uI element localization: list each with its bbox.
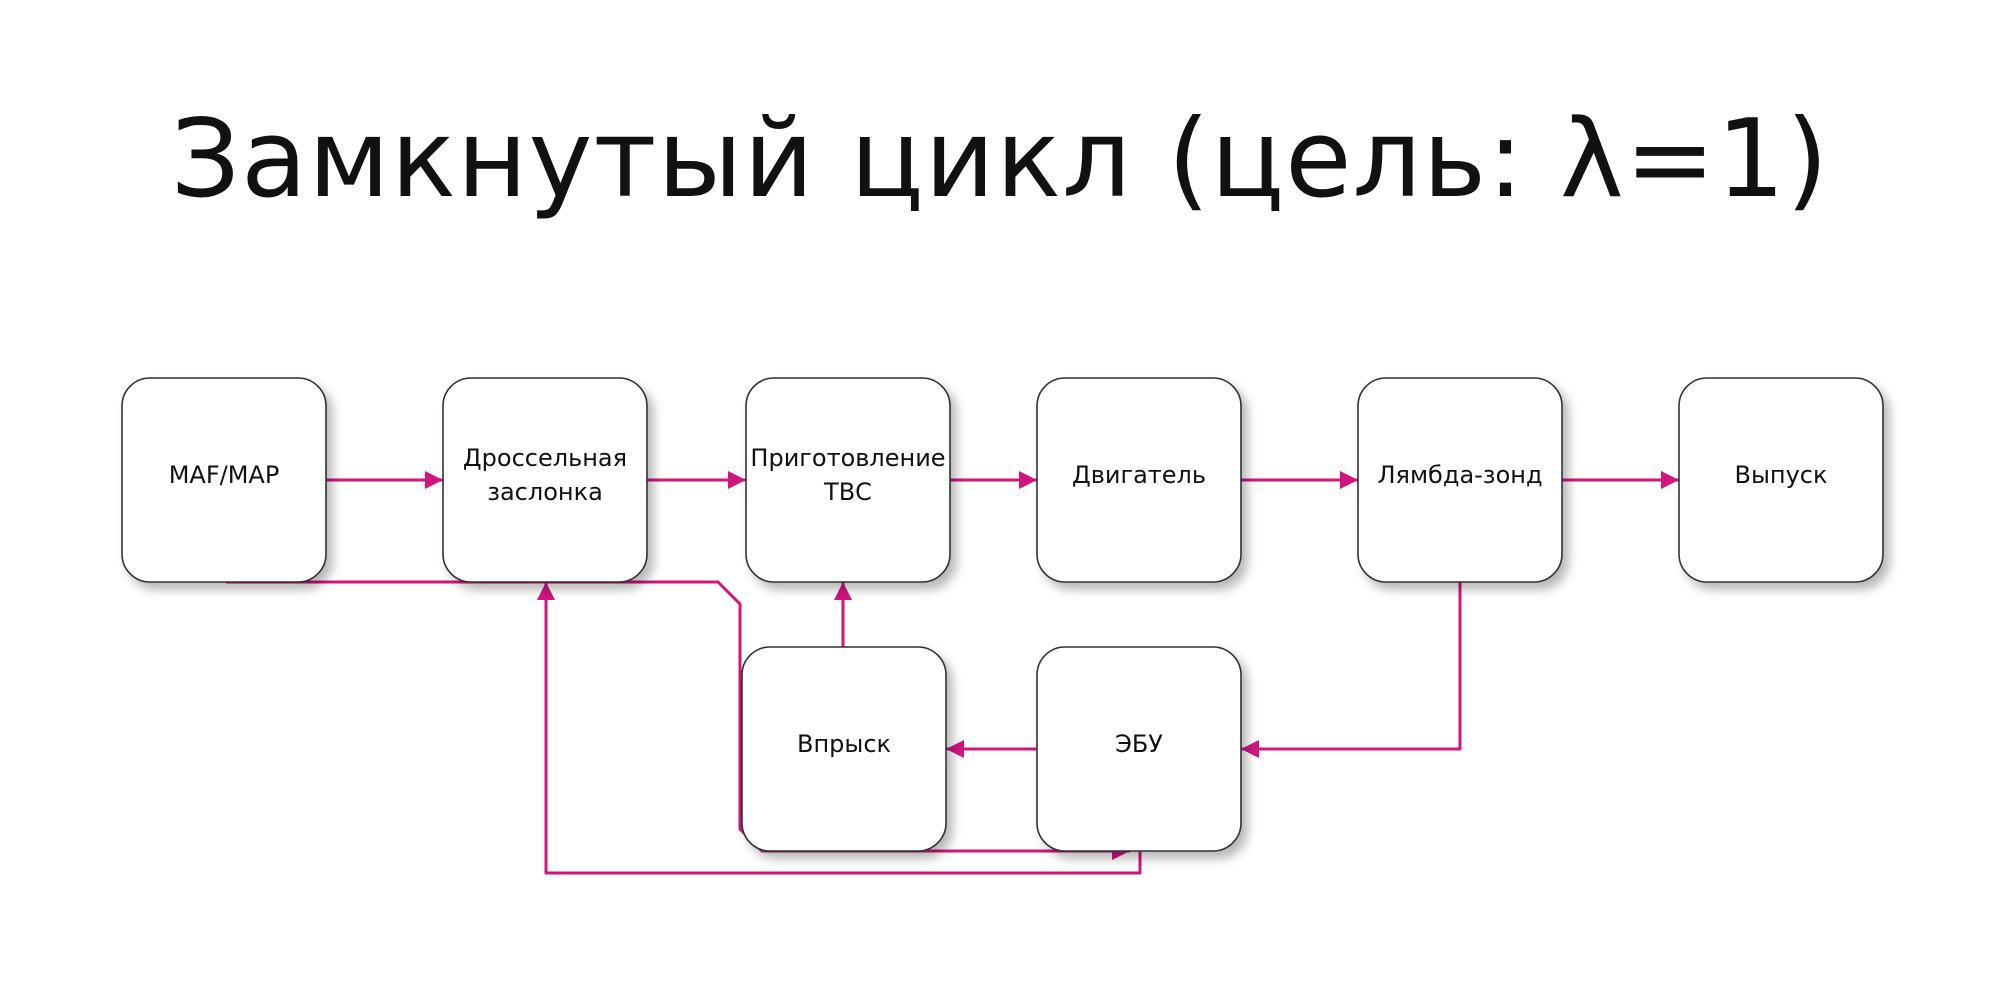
node-box [745, 377, 951, 583]
node-label-line: Лямбда-зонд [1377, 461, 1542, 489]
node-ecu: ЭБУ [1036, 646, 1242, 852]
node-injection: Впрыск [741, 646, 947, 852]
node-label-line: Впрыск [797, 730, 891, 758]
node-label-line: ЭБУ [1115, 730, 1163, 758]
node-box [121, 377, 327, 583]
node-engine: Двигатель [1036, 377, 1242, 583]
node-label-line: ТВС [823, 478, 872, 506]
node-box [1357, 377, 1563, 583]
node-label-line: Приготовление [750, 444, 945, 472]
node-label-line: Двигатель [1072, 461, 1206, 489]
edge-lambda-to-ecu [1241, 582, 1462, 758]
nodes-layer: MAF/MAP Дроссельная заслонка ПриготовлениеТ… [121, 377, 1884, 852]
node-box [442, 377, 648, 583]
node-box [741, 646, 947, 852]
edge-maf_map-to-ecu [226, 580, 1130, 860]
page-title: Замкнутый цикл (цель: λ=1) [170, 97, 1830, 222]
edge-ecu-to-throttle [537, 582, 1142, 875]
node-box [1036, 377, 1242, 583]
node-exhaust: Выпуск [1678, 377, 1884, 583]
node-label-line: MAF/MAP [169, 461, 280, 489]
node-maf_map: MAF/MAP [121, 377, 327, 583]
node-label-line: Дроссельная [463, 444, 627, 472]
node-box [1678, 377, 1884, 583]
node-label-line: заслонка [487, 478, 603, 506]
node-throttle: Дроссельная заслонка [442, 377, 648, 583]
node-label-line: Выпуск [1735, 461, 1828, 489]
node-box [1036, 646, 1242, 852]
node-lambda: Лямбда-зонд [1357, 377, 1563, 583]
